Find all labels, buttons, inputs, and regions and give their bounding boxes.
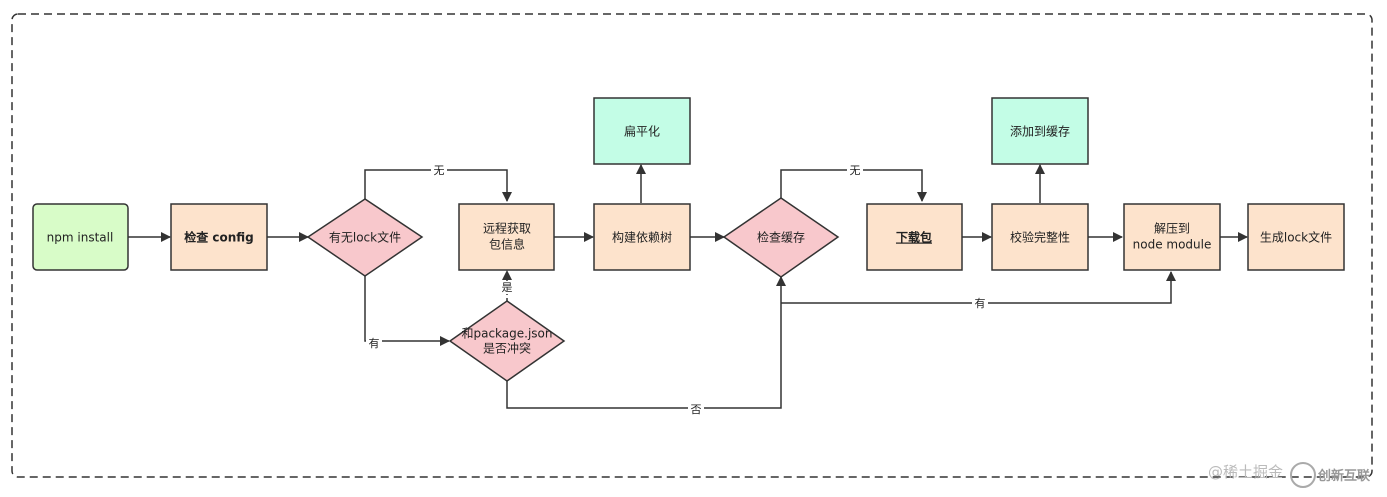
- edge-label-has-lock: 有: [369, 336, 380, 350]
- edge-label-yes-conflict: 是: [502, 281, 513, 294]
- label-verify: 校验完整性: [1010, 230, 1070, 245]
- edge-conflict-to-cache: [506, 276, 786, 409]
- label-add-cache: 添加到缓存: [1010, 125, 1070, 139]
- label-flatten: 扁平化: [624, 125, 660, 139]
- node-flatten: [593, 97, 691, 165]
- edge-label-no-cache: 无: [850, 164, 861, 177]
- outer-frame: [11, 13, 1373, 478]
- node-download: [866, 203, 963, 271]
- label-remote-fetch-2: 包信息: [489, 237, 525, 252]
- node-verify: [991, 203, 1089, 271]
- label-conflict-1: 和package.json: [461, 327, 552, 341]
- label-unzip-2: node module: [1133, 238, 1212, 252]
- node-conflict: [448, 300, 566, 382]
- node-check-config: [170, 203, 268, 271]
- edge-label-no-conflict: 否: [691, 403, 702, 416]
- label-remote-fetch-1: 远程获取: [483, 221, 531, 236]
- edge-lock-to-conflict: [364, 276, 450, 346]
- node-npm-install: [32, 203, 129, 271]
- watermark-juejin: @稀土掘金: [1208, 463, 1284, 481]
- node-gen-lock: [1247, 203, 1345, 271]
- label-unzip-1: 解压到: [1154, 222, 1190, 236]
- label-check-config: 检查 config: [184, 230, 254, 245]
- label-has-lock: 有无lock文件: [329, 230, 401, 245]
- node-check-cache: [722, 197, 840, 278]
- edges: [128, 164, 1248, 409]
- label-check-cache: 检查缓存: [757, 230, 805, 245]
- node-unzip: [1123, 203, 1221, 271]
- node-add-cache: [991, 97, 1089, 165]
- label-npm-install: npm install: [47, 231, 114, 245]
- node-remote-fetch: [458, 203, 555, 271]
- label-build-tree: 构建依赖树: [612, 230, 672, 245]
- watermark-cdcxhl: 创新互联: [1318, 469, 1371, 484]
- edge-label-no-lock: 无: [434, 164, 445, 177]
- label-gen-lock: 生成lock文件: [1260, 230, 1332, 245]
- edge-cache-to-unzip: [781, 271, 1176, 304]
- node-build-tree: [593, 203, 691, 271]
- label-conflict-2: 是否冲突: [483, 341, 531, 356]
- node-has-lock: [306, 198, 424, 277]
- label-download: 下载包: [896, 230, 932, 245]
- cdcxhl-logo-icon: [1290, 462, 1316, 488]
- edge-label-has-cache: 有: [975, 296, 986, 310]
- nodes: [32, 97, 1345, 382]
